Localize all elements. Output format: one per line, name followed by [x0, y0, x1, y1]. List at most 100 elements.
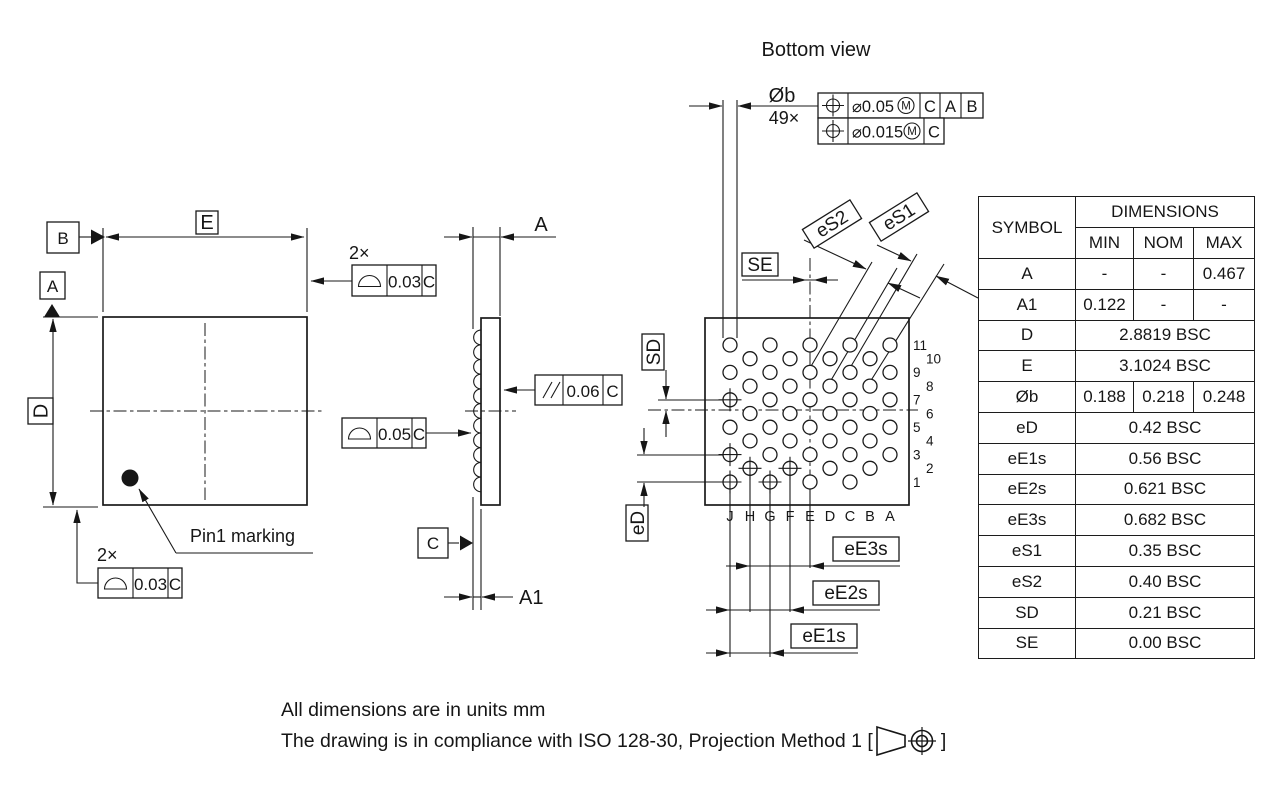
- surface-profile-icon: [357, 275, 382, 288]
- table-cell-min: 0.122: [1075, 288, 1134, 321]
- dim-ee1s: eE1s: [706, 623, 858, 657]
- position-fcf: ⌀0.05 M C A B ⌀0.015 M C: [817, 92, 984, 145]
- parallelism-datum: C: [606, 382, 618, 401]
- table-cell-max: -: [1192, 288, 1256, 321]
- row-label-1: 1: [913, 475, 921, 490]
- table-row: A--0.467: [978, 258, 1256, 290]
- dim-d-box: [27, 397, 54, 425]
- column-label-e: E: [805, 509, 815, 525]
- dim-ee3s: eE3s: [726, 536, 900, 570]
- ball-d6: [822, 405, 838, 422]
- ball-dia-label: Øb: [769, 85, 796, 107]
- column-label-g: G: [764, 509, 775, 525]
- table-cell-value: 0.00 BSC: [1074, 627, 1256, 660]
- ball-h8: [742, 378, 758, 394]
- dim-e-label: E: [200, 212, 213, 234]
- dim-ee2s: eE2s: [706, 580, 880, 614]
- dim-se: SE: [741, 252, 838, 284]
- dim-a-label: A: [534, 214, 548, 236]
- profile-datum: C: [413, 425, 425, 444]
- profile-datum: C: [423, 273, 435, 292]
- ball-c7: [842, 392, 858, 408]
- note-units: All dimensions are in units mm: [281, 699, 546, 721]
- table-cell-value: 0.40 BSC: [1074, 565, 1256, 598]
- side-view: A 2× 0.03 C 0.06 C 0.05: [310, 214, 623, 610]
- table-cell-max: 0.467: [1192, 258, 1256, 290]
- ball-grid: [718, 337, 898, 494]
- note-bracket-close: ]: [940, 730, 947, 752]
- ball-g7: [762, 392, 778, 408]
- profile-value: 0.03: [388, 273, 421, 292]
- table-cell-min: 0.188: [1075, 381, 1134, 413]
- datum-a: A: [39, 271, 66, 317]
- table-header-nom: NOM: [1133, 227, 1194, 259]
- table-cell-symbol: Øb: [978, 381, 1076, 413]
- mmc-icon: [903, 122, 921, 140]
- ball-e11: [802, 337, 818, 353]
- position-icon: [822, 94, 844, 117]
- dim-a1-label: A1: [519, 587, 543, 609]
- ball-f4: [782, 433, 798, 449]
- solder-balls-side: [473, 329, 482, 493]
- ball-e7: [802, 392, 818, 408]
- ball-f6: [782, 405, 798, 422]
- projection-method-icon: [876, 725, 936, 757]
- package-body-bottom: [704, 317, 910, 506]
- pin1-dot-icon: [121, 469, 139, 487]
- table-cell-symbol: SD: [978, 596, 1076, 629]
- ball-c3: [842, 446, 858, 463]
- bottom-view: Bottom view eS2 eS1 Øb 49×: [625, 39, 984, 657]
- row-label-2: 2: [926, 461, 934, 476]
- note-compliance: The drawing is in compliance with ISO 12…: [281, 723, 946, 759]
- table-cell-min: -: [1075, 258, 1134, 290]
- table-header-max: MAX: [1192, 227, 1256, 259]
- count-note: 2×: [349, 243, 370, 263]
- pin1-label: Pin1 marking: [190, 526, 295, 546]
- top-view: E B A D 2× 0.03 C: [27, 210, 322, 599]
- column-label-c: C: [845, 509, 855, 525]
- dim-ee3s-label: eE3s: [844, 539, 887, 560]
- ball-e3: [802, 446, 818, 463]
- profile-frame-top: 2× 0.03 C: [310, 243, 437, 297]
- ball-d10: [822, 351, 838, 367]
- fcf1-tolerance: ⌀0.05: [852, 98, 894, 116]
- ball-target-cross-icon: [718, 470, 742, 494]
- table-cell-symbol: SE: [978, 627, 1076, 660]
- ball-b8: [862, 378, 878, 394]
- column-label-d: D: [825, 509, 835, 525]
- ball-g5: [762, 419, 778, 435]
- table-cell-value: 3.1024 BSC: [1074, 350, 1256, 383]
- ball-d2: [822, 460, 838, 476]
- column-label-f: F: [786, 509, 795, 525]
- ball-a11: [882, 337, 898, 353]
- ball-h4: [742, 433, 758, 449]
- table-cell-symbol: eS1: [978, 535, 1076, 567]
- ball-c5: [842, 419, 858, 435]
- fcf2-datum1: C: [928, 124, 940, 142]
- column-label-h: H: [745, 509, 755, 525]
- fcf2-modifier: M: [907, 126, 917, 138]
- ball-e5: [802, 419, 818, 435]
- fcf2-tolerance: ⌀0.015: [852, 124, 903, 142]
- ball-j11: [722, 337, 738, 353]
- note-compliance-text: The drawing is in compliance with ISO 12…: [281, 730, 873, 752]
- row-label-6: 6: [926, 406, 934, 421]
- ball-b10: [862, 351, 878, 367]
- ball-h10: [742, 351, 758, 367]
- dim-d-label: D: [31, 404, 53, 418]
- ball-target-cross-icon: [718, 443, 742, 467]
- ball-f10: [782, 351, 798, 367]
- ball-a3: [882, 446, 898, 463]
- table-cell-symbol: eE1s: [978, 442, 1076, 475]
- drawing-notes: All dimensions are in units mm The drawi…: [281, 697, 946, 759]
